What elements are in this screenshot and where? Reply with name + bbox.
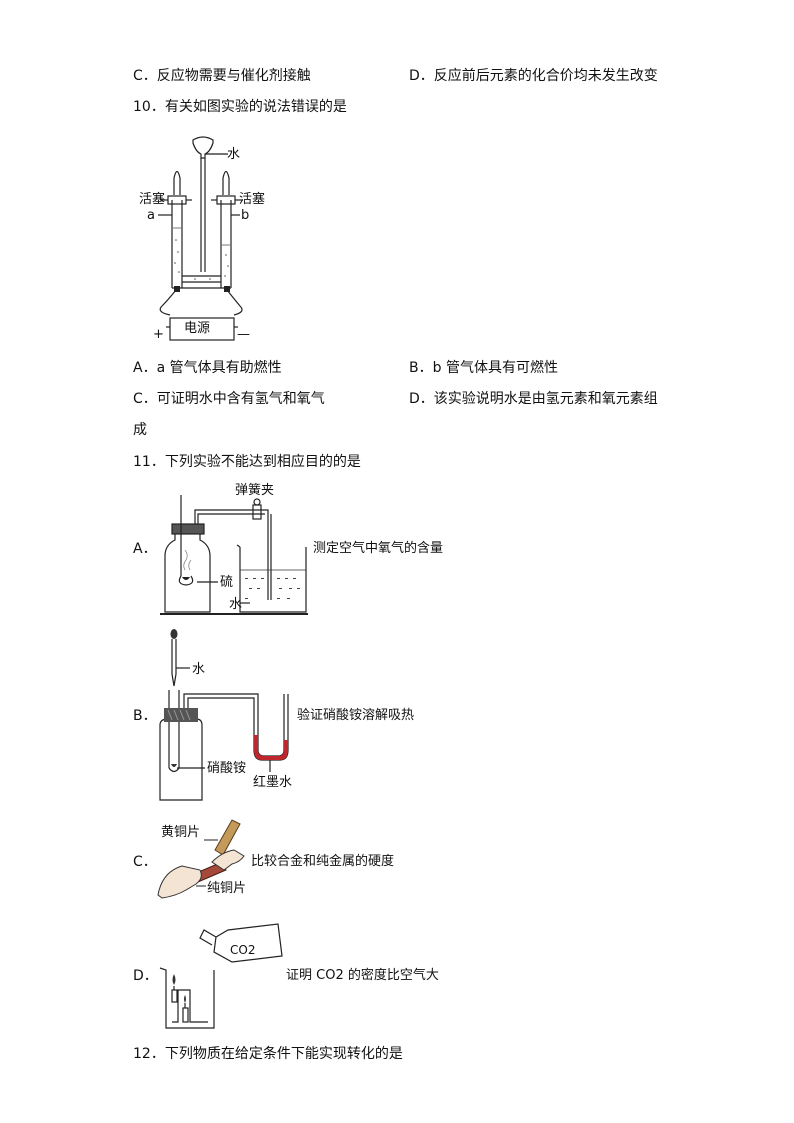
- q10-tube-a-label: a: [147, 208, 155, 223]
- q10-tube-b-label: b: [241, 208, 250, 223]
- q11-b-letter: B．: [133, 708, 157, 724]
- q11-c-caption: 比较合金和纯金属的硬度: [251, 854, 395, 869]
- q11-b-caption: 验证硝酸铵溶解吸热: [297, 708, 415, 723]
- q10-power-label: 电源: [184, 321, 211, 336]
- q11-a-sulfur-label: 硫: [220, 575, 234, 590]
- q10-option-c: C．可证明水中含有氢气和氧气: [133, 391, 325, 407]
- q10-stopcock-left-label: 活塞: [139, 192, 166, 207]
- q11-c-copper-label: 纯铜片: [207, 881, 247, 896]
- q10-option-b: B．b 管气体具有可燃性: [409, 360, 558, 376]
- q11-d-letter: D．: [133, 968, 158, 984]
- q10-plus-label: +: [153, 327, 164, 342]
- q11-c-letter: C．: [133, 854, 157, 870]
- q11-b-water-label: 水: [192, 662, 206, 677]
- q10-option-d: D．该实验说明水是由氢元素和氧元素组: [409, 391, 658, 407]
- q11-stem: 11．下列实验不能达到相应目的的是: [133, 454, 361, 470]
- q11-a-water-label: 水: [229, 597, 243, 612]
- q11-c-brass-label: 黄铜片: [161, 825, 201, 840]
- q11-b-nh4no3-label: 硝酸铵: [207, 761, 247, 776]
- q11-b-red-ink-label: 红墨水: [253, 775, 293, 790]
- q10-stem: 10．有关如图实验的说法错误的是: [133, 99, 347, 115]
- q11-d-caption: 证明 CO2 的密度比空气大: [286, 968, 439, 983]
- q10-option-a: A．a 管气体具有助燃性: [133, 360, 282, 376]
- q12-stem: 12．下列物质在给定条件下能实现转化的是: [133, 1046, 403, 1062]
- q11-a-caption: 测定空气中氧气的含量: [313, 541, 444, 556]
- q11-d-bottle-label: CO2: [230, 943, 256, 957]
- q10-stopcock-right-label: 活塞: [239, 192, 266, 207]
- q9-option-c: C．反应物需要与催化剂接触: [133, 68, 311, 84]
- q11-a-clamp-label: 弹簧夹: [235, 483, 275, 498]
- q10-water-label: 水: [227, 147, 241, 162]
- q10-minus-label: —: [237, 327, 250, 342]
- q9-option-d: D．反应前后元素的化合价均未发生改变: [409, 68, 658, 84]
- q11-a-letter: A．: [133, 541, 157, 557]
- q10-option-d-continued: 成: [133, 422, 147, 438]
